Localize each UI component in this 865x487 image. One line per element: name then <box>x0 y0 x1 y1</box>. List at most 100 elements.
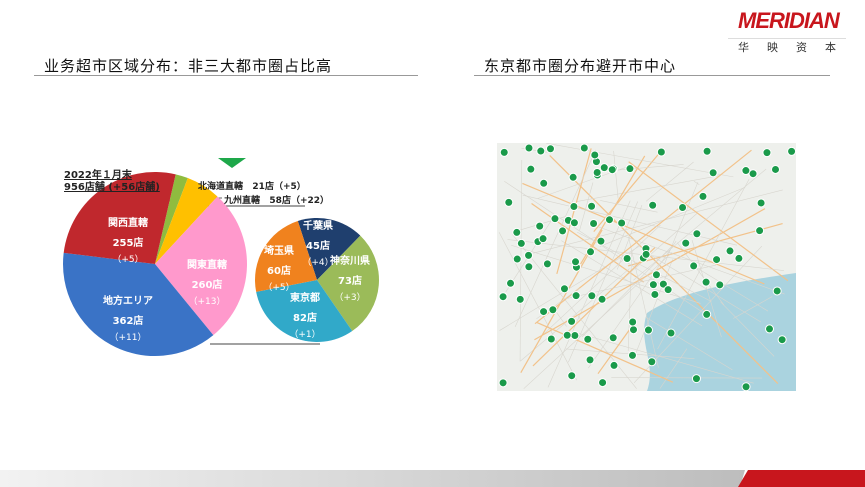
store-pin-icon[interactable] <box>587 291 597 301</box>
store-pin-icon[interactable] <box>608 333 618 343</box>
store-pin-icon[interactable] <box>734 253 744 263</box>
store-pin-icon[interactable] <box>702 309 712 319</box>
store-pin-icon[interactable] <box>607 165 617 175</box>
store-pin-icon[interactable] <box>516 238 526 248</box>
store-pin-icon[interactable] <box>539 178 549 188</box>
store-pin-icon[interactable] <box>579 143 589 153</box>
store-pin-icon[interactable] <box>609 360 619 370</box>
store-pin-icon[interactable] <box>692 229 702 239</box>
store-pin-icon[interactable] <box>587 201 597 211</box>
store-pin-icon[interactable] <box>567 316 577 326</box>
store-pin-icon[interactable] <box>569 218 579 228</box>
store-pin-icon[interactable] <box>691 374 701 384</box>
store-pin-icon[interactable] <box>715 280 725 290</box>
store-pin-icon[interactable] <box>651 270 661 280</box>
store-pin-icon[interactable] <box>628 317 638 327</box>
store-pin-icon[interactable] <box>535 221 545 231</box>
store-pin-icon[interactable] <box>585 355 595 365</box>
store-pin-icon[interactable] <box>629 325 639 335</box>
tokyo-store-map[interactable] <box>497 143 796 391</box>
store-pin-icon[interactable] <box>598 378 608 388</box>
store-pin-icon[interactable] <box>678 203 688 213</box>
store-pin-icon[interactable] <box>538 234 548 244</box>
store-pin-icon[interactable] <box>656 147 666 157</box>
store-pin-icon[interactable] <box>548 305 558 315</box>
store-pin-icon[interactable] <box>550 214 560 224</box>
store-pin-icon[interactable] <box>617 218 627 228</box>
store-pin-icon[interactable] <box>648 280 658 290</box>
store-pin-icon[interactable] <box>681 238 691 248</box>
store-pin-icon[interactable] <box>666 328 676 338</box>
meridian-logo: MERIDIAN <box>738 8 840 33</box>
store-pin-icon[interactable] <box>599 163 609 173</box>
store-pin-icon[interactable] <box>562 330 572 340</box>
store-pin-icon[interactable] <box>539 307 549 317</box>
store-pin-icon[interactable] <box>512 254 522 264</box>
store-pin-icon[interactable] <box>702 146 712 156</box>
store-pin-icon[interactable] <box>498 378 508 388</box>
store-pin-icon[interactable] <box>546 334 556 344</box>
slice-value-label: 82店 <box>293 311 317 324</box>
store-pin-icon[interactable] <box>567 371 577 381</box>
store-pin-icon[interactable] <box>622 254 632 264</box>
store-pin-icon[interactable] <box>777 335 787 345</box>
hokkaido-label: 北海道直轄 21店（+5） <box>198 182 306 192</box>
store-pin-icon[interactable] <box>542 259 552 269</box>
store-pin-icon[interactable] <box>641 249 651 259</box>
store-pin-icon[interactable] <box>658 279 668 289</box>
store-pin-icon[interactable] <box>545 144 555 154</box>
store-pin-icon[interactable] <box>725 246 735 256</box>
store-pin-icon[interactable] <box>756 198 766 208</box>
store-pin-icon[interactable] <box>506 278 516 288</box>
store-pin-icon[interactable] <box>512 227 522 237</box>
store-pin-icon[interactable] <box>499 147 509 157</box>
chart-subtitle: 956店舗 (+56店舗) <box>64 182 160 193</box>
store-pin-icon[interactable] <box>498 292 508 302</box>
store-pin-icon[interactable] <box>504 197 514 207</box>
store-pin-icon[interactable] <box>689 261 699 271</box>
store-pin-icon[interactable] <box>596 236 606 246</box>
store-pin-icon[interactable] <box>597 294 607 304</box>
store-pin-icon[interactable] <box>625 164 635 174</box>
store-pin-icon[interactable] <box>558 226 568 236</box>
store-pin-icon[interactable] <box>627 350 637 360</box>
store-pin-icon[interactable] <box>568 172 578 182</box>
store-pin-icon[interactable] <box>741 166 751 176</box>
store-pin-icon[interactable] <box>536 146 546 156</box>
store-pin-icon[interactable] <box>589 219 599 229</box>
store-pin-icon[interactable] <box>559 284 569 294</box>
store-pin-icon[interactable] <box>592 167 602 177</box>
store-pin-icon[interactable] <box>762 148 772 158</box>
store-pin-icon[interactable] <box>524 262 534 272</box>
store-pin-icon[interactable] <box>586 247 596 257</box>
store-pin-icon[interactable] <box>570 331 580 341</box>
store-pin-icon[interactable] <box>712 255 722 265</box>
store-pin-icon[interactable] <box>604 215 614 225</box>
store-pin-icon[interactable] <box>647 357 657 367</box>
store-pin-icon[interactable] <box>708 168 718 178</box>
store-pin-icon[interactable] <box>765 324 775 334</box>
store-pin-icon[interactable] <box>701 277 711 287</box>
store-pin-icon[interactable] <box>526 164 536 174</box>
store-pin-icon[interactable] <box>787 146 796 156</box>
store-pin-icon[interactable] <box>755 226 765 236</box>
store-pin-icon[interactable] <box>650 289 660 299</box>
store-pin-icon[interactable] <box>583 334 593 344</box>
store-pin-icon[interactable] <box>515 294 525 304</box>
slice-value-label: 362店 <box>113 314 144 327</box>
store-pin-icon[interactable] <box>524 143 534 153</box>
store-pin-icon[interactable] <box>590 150 600 160</box>
store-pin-icon[interactable] <box>524 250 534 260</box>
store-pin-icon[interactable] <box>571 291 581 301</box>
store-pin-icon[interactable] <box>771 164 781 174</box>
store-pin-icon[interactable] <box>698 191 708 201</box>
logo-divider <box>728 38 846 39</box>
store-pin-icon[interactable] <box>569 201 579 211</box>
pie-slice <box>155 196 247 336</box>
store-pin-icon[interactable] <box>571 257 581 267</box>
store-pin-icon[interactable] <box>643 325 653 335</box>
store-pin-icon[interactable] <box>772 286 782 296</box>
store-pin-icon[interactable] <box>648 200 658 210</box>
store-pin-icon[interactable] <box>663 285 673 295</box>
store-pin-icon[interactable] <box>741 382 751 391</box>
